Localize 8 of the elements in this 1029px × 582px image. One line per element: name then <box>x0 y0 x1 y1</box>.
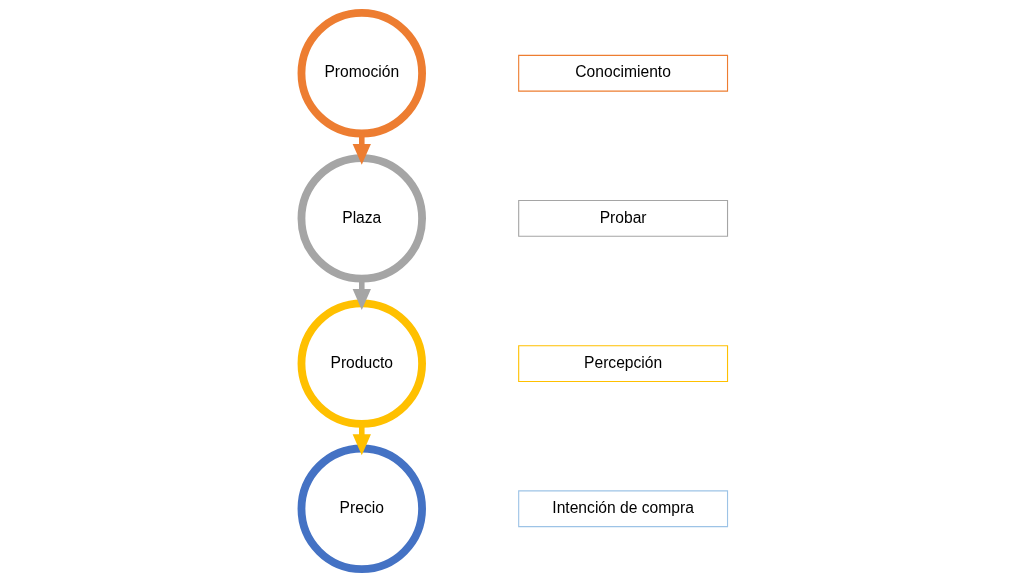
node-box: Percepción <box>518 345 729 382</box>
node-box: Conocimiento <box>518 54 729 92</box>
node-box: Intención de compra <box>518 490 729 528</box>
node-circle: Producto <box>297 299 426 428</box>
node-circle: Precio <box>297 444 426 573</box>
node-circle: Plaza <box>297 154 426 283</box>
node-circle: Promoción <box>297 9 426 138</box>
node-box: Probar <box>518 200 729 237</box>
